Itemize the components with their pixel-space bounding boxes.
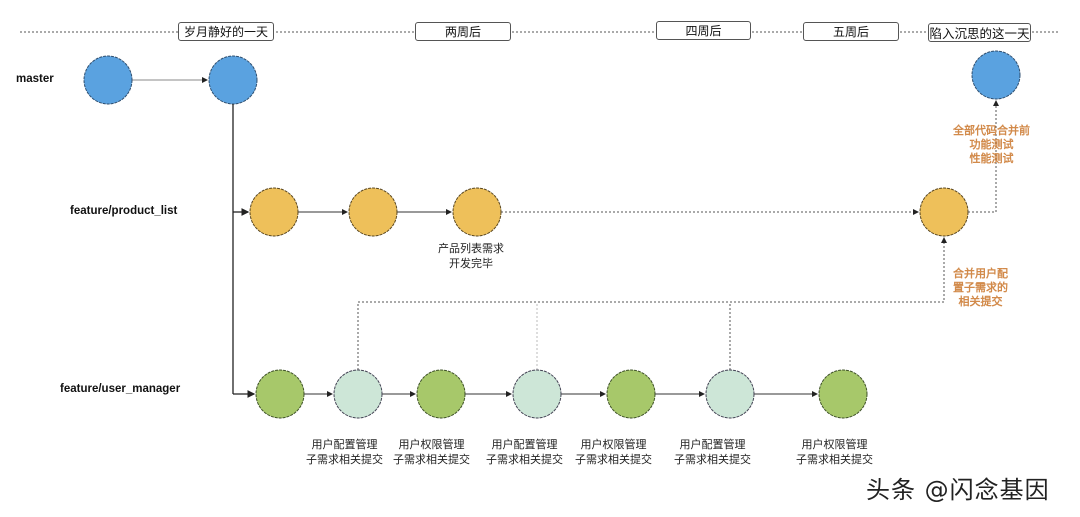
note-line: 置子需求的	[953, 281, 1008, 294]
note-line: 产品列表需求	[438, 242, 504, 255]
note-line: 相关提交	[958, 295, 1003, 308]
watermark: 头条 @闪念基因	[866, 476, 1050, 504]
note-line: 用户配置管理	[679, 438, 746, 451]
user-commit-0[interactable]	[255, 369, 305, 419]
note-line: 用户配置管理	[491, 438, 558, 451]
master-commit-final[interactable]	[971, 50, 1021, 100]
branch-label-user-manager: feature/user_manager	[60, 383, 181, 395]
note-commit-6: 用户权限管理 子需求相关提交	[796, 437, 873, 467]
master-commit-1[interactable]	[83, 55, 133, 105]
note-final-test: 全部代码合并前 功能测试 性能测试	[953, 124, 1030, 166]
note-line: 用户配置管理	[311, 438, 378, 451]
product-commit-merged[interactable]	[919, 187, 969, 237]
note-line: 子需求相关提交	[393, 453, 470, 466]
user-config-merge-edge	[357, 237, 947, 370]
note-commit-3: 用户配置管理 子需求相关提交	[486, 437, 563, 467]
user-commit-3[interactable]	[512, 369, 562, 419]
user-commit-2[interactable]	[416, 369, 466, 419]
note-line: 性能测试	[969, 152, 1014, 165]
timeline-label-day1: 岁月静好的一天	[178, 22, 274, 41]
note-line: 用户权限管理	[580, 438, 647, 451]
branch-label-master: master	[16, 73, 54, 85]
user-commit-5[interactable]	[705, 369, 755, 419]
product-to-master-edge	[968, 100, 999, 213]
note-product-done: 产品列表需求 开发完毕	[438, 241, 504, 271]
product-commit-3[interactable]	[452, 187, 502, 237]
note-commit-2: 用户权限管理 子需求相关提交	[393, 437, 470, 467]
note-line: 开发完毕	[449, 257, 493, 270]
note-commit-5: 用户配置管理 子需求相关提交	[674, 437, 751, 467]
note-line: 用户权限管理	[801, 438, 868, 451]
note-line: 功能测试	[969, 138, 1014, 151]
note-line: 全部代码合并前	[953, 124, 1030, 137]
note-line: 子需求相关提交	[674, 453, 751, 466]
note-line: 用户权限管理	[398, 438, 465, 451]
note-line: 子需求相关提交	[486, 453, 563, 466]
user-commit-1[interactable]	[333, 369, 383, 419]
timeline-label-week2: 两周后	[415, 22, 511, 41]
note-commit-4: 用户权限管理 子需求相关提交	[575, 437, 652, 467]
product-commit-2[interactable]	[348, 187, 398, 237]
timeline-label-week5: 五周后	[803, 22, 899, 41]
timeline-label-final: 陷入沉思的这一天	[928, 23, 1031, 42]
note-commit-1: 用户配置管理 子需求相关提交	[306, 437, 383, 467]
user-commit-4[interactable]	[606, 369, 656, 419]
note-line: 子需求相关提交	[796, 453, 873, 466]
timeline-label-week4: 四周后	[656, 21, 751, 40]
note-merge-user-config: 合并用户配 置子需求的 相关提交	[953, 267, 1008, 309]
note-line: 子需求相关提交	[306, 453, 383, 466]
product-commit-1[interactable]	[249, 187, 299, 237]
note-line: 合并用户配	[953, 267, 1008, 280]
user-commit-6[interactable]	[818, 369, 868, 419]
note-line: 子需求相关提交	[575, 453, 652, 466]
master-commit-2[interactable]	[208, 55, 258, 105]
branch-label-product-list: feature/product_list	[70, 205, 178, 217]
